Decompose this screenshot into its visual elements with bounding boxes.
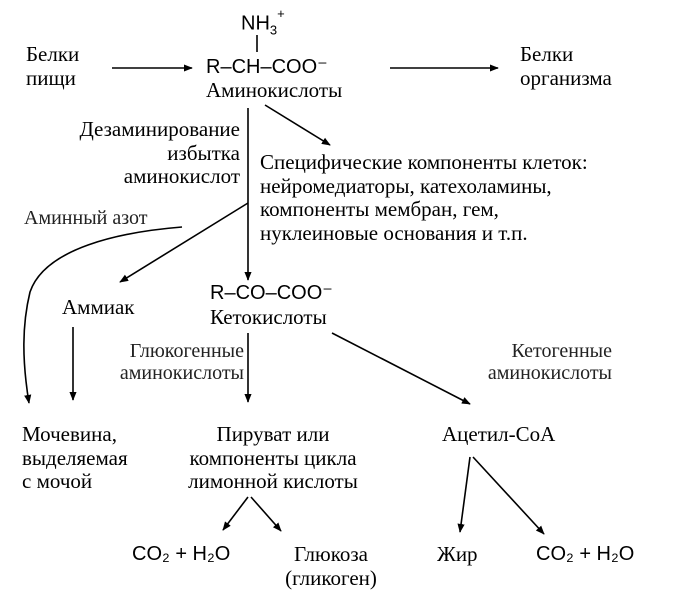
deamination-label: Дезаминирование избытка аминокислот [30,117,240,189]
nh3-subscript: 3 [269,22,278,38]
arrow-amine-nitrogen-to-urea [23,226,183,404]
glucogenic-line-1: Глюкогенные [129,340,244,362]
pyruvate-line-1: Пируват или [216,422,330,446]
glucose-line-2: (гликоген) [285,565,377,590]
specific-components-line-3: компоненты мембран, гем, [260,197,499,222]
nh3-group: NH3+ [241,6,285,38]
pyruvate-line-3: лимонной кислоты [188,469,358,494]
body-proteins-line-1: Белки [520,42,574,66]
amino-acid-formula: R–CH–COO⁻ [206,56,328,78]
urea-label: Мочевина, выделяемая с мочой [22,422,128,494]
deamination-line-1: Дезаминирование [79,117,240,141]
urea-line-3: с мочой [22,469,93,494]
body-proteins-label: Белки организма [520,42,612,90]
co2-h2o-label-left: CO₂ + H₂O [132,543,231,565]
pyruvate-label: Пируват или компоненты цикла лимонной ки… [166,422,380,494]
acetyl-coa-label: Ацетил-СоА [442,422,556,446]
nh3-charge: + [277,6,285,21]
fat-label: Жир [437,542,478,566]
food-proteins-line-1: Белки [26,42,80,66]
pyruvate-line-2: компоненты цикла [189,445,357,470]
nh3-label: NH [241,12,270,35]
arrow-keto-to-acetylcoa [331,332,471,405]
body-proteins-line-2: организма [520,65,612,90]
arrow-acetylcoa-to-fat [457,456,471,533]
arrow-amino-to-specific [264,104,331,146]
glucogenic-label: Глюкогенные аминокислоты [86,340,244,385]
food-proteins-label: Белки пищи [26,42,80,90]
keto-acid-formula: R–CO–COO⁻ [210,282,333,304]
amino-acids-label: Аминокислоты [206,78,343,102]
specific-components-line-4: нуклеиновые основания и т.п. [260,220,528,245]
co2-h2o-label-right: CO₂ + H₂O [536,543,635,565]
ammonia-label: Аммиак [62,295,135,319]
ketogenic-label: Кетогенные аминокислоты [440,340,612,385]
food-proteins-line-2: пищи [26,65,76,90]
ketogenic-line-1: Кетогенные [511,340,612,362]
specific-components-label: Специфические компоненты клеток: нейроме… [260,150,588,245]
deamination-line-2: избытка [167,140,240,165]
deamination-line-3: аминокислот [123,164,240,189]
glucose-line-1: Глюкоза [294,542,368,566]
urea-line-2: выделяемая [22,445,128,470]
arrow-pyruvate-to-co2 [222,496,249,531]
ketogenic-line-2: аминокислоты [487,362,612,385]
specific-components-line-1: Специфические компоненты клеток: [260,150,588,174]
specific-components-line-2: нейромедиаторы, катехоламины, [260,173,552,198]
arrow-acetylcoa-to-co2 [472,456,545,535]
glucose-label: Глюкоза (гликоген) [268,542,394,590]
arrow-to-ammonia [119,202,249,283]
amine-nitrogen-label: Аминный азот [24,207,148,229]
keto-acids-label: Кетокислоты [210,305,327,329]
urea-line-1: Мочевина, [22,422,117,446]
arrow-pyruvate-to-glucose [250,496,282,532]
glucogenic-line-2: аминокислоты [119,362,244,385]
